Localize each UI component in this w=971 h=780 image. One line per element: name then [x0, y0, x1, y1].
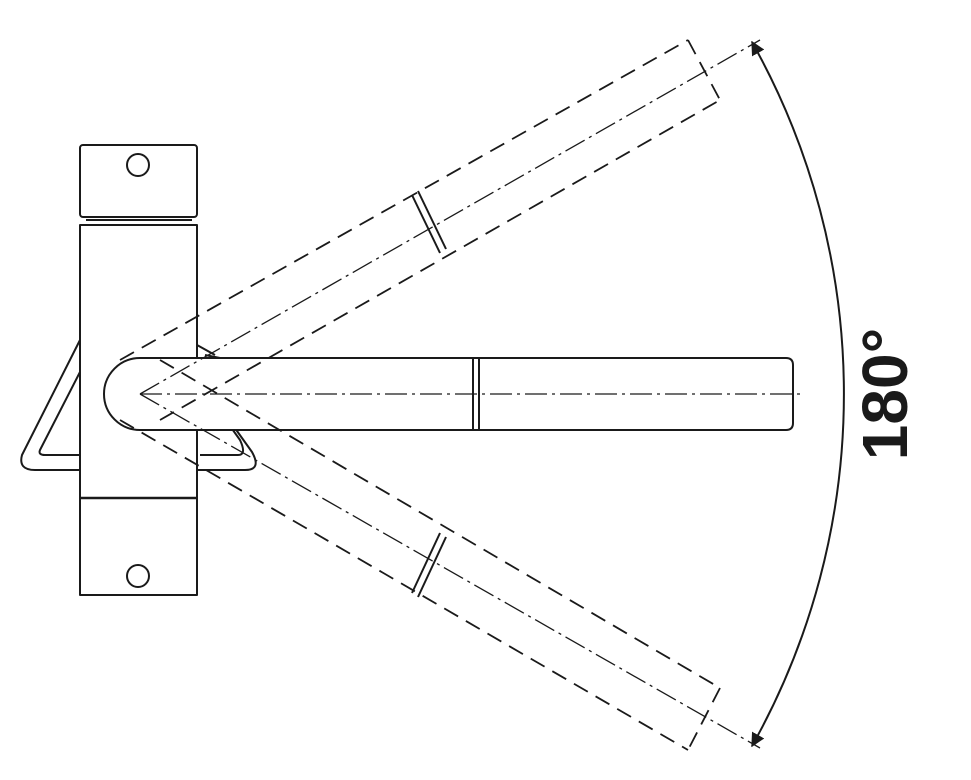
lower-spout-edge-top [159, 359, 721, 689]
rotation-arc-arrow [751, 40, 845, 748]
lever-handle-outer [20, 339, 81, 471]
upper-spout-edge-bottom [159, 99, 721, 421]
center-line-lower [139, 393, 761, 749]
lower-joint-mark-2 [417, 536, 447, 598]
upper-joint-mark-1 [411, 194, 441, 254]
lower-spout-tip [687, 687, 721, 751]
rotation-angle-label: 180° [849, 328, 921, 460]
spout-upper-position [119, 39, 721, 421]
swivel-joint-marks [411, 190, 447, 598]
upper-spout-edge-top [119, 39, 689, 361]
upper-joint-mark-2 [417, 190, 447, 250]
lower-spout-edge-bottom [119, 419, 689, 751]
upper-spout-tip [687, 39, 721, 101]
lever-handle-inner [38, 371, 81, 456]
top-mounting-hole [126, 153, 150, 177]
center-line-upper [139, 39, 761, 395]
lower-joint-mark-1 [411, 532, 441, 594]
top-mounting-block [79, 144, 198, 218]
spout-lower-position [119, 359, 721, 751]
center-lines [139, 39, 800, 749]
bottom-mounting-hole [126, 564, 150, 588]
